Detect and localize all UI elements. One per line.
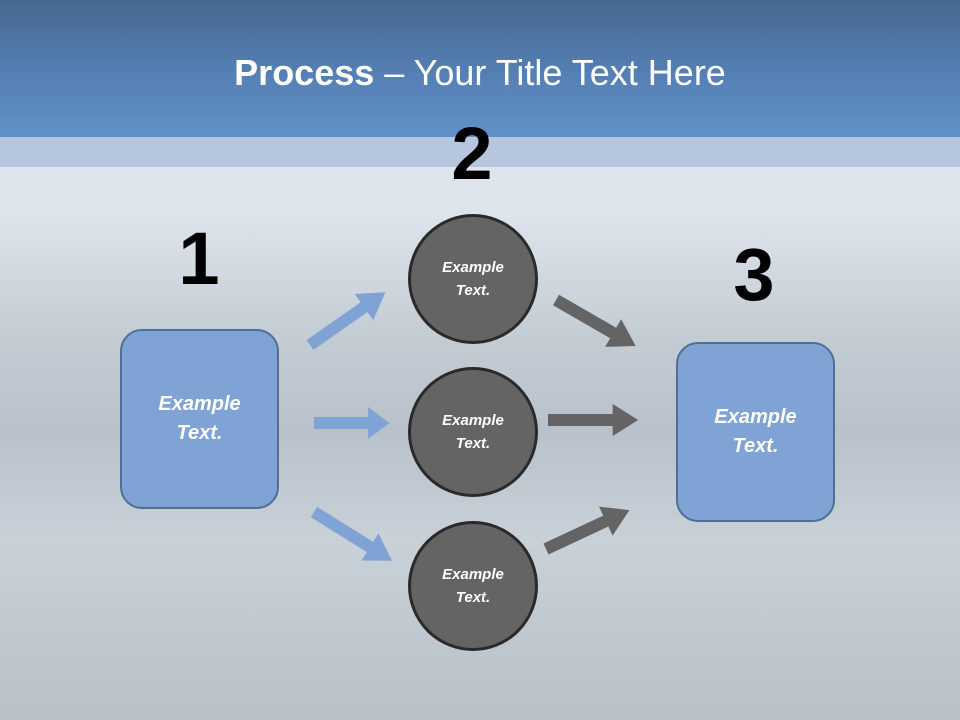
blue-arrow-right — [314, 407, 390, 439]
slide-title: Process – Your Title Text Here — [0, 52, 960, 94]
title-rest: – Your Title Text Here — [374, 52, 726, 93]
gray-arrow-up — [539, 495, 637, 564]
blue-arrow-down — [305, 498, 401, 575]
circle-1-text-line2: Text. — [455, 282, 491, 299]
step-3-text-line2: Text. — [732, 435, 779, 457]
title-bar — [0, 0, 960, 137]
step-number-2: 2 — [451, 112, 493, 195]
circle-3-text-line2: Text. — [455, 589, 491, 606]
circle-2-text-line1: Example — [442, 412, 504, 429]
step-1-text-line1: Example — [158, 393, 241, 415]
gray-arrow-down — [548, 286, 644, 360]
step-3-text-line1: Example — [714, 406, 797, 428]
step-number-1: 1 — [178, 217, 220, 300]
title-band — [0, 137, 960, 167]
title-bold: Process — [234, 52, 375, 93]
circle-1-text-line1: Example — [442, 259, 504, 276]
step-number-3: 3 — [733, 233, 775, 316]
gray-arrow-right — [548, 404, 639, 436]
blue-arrow-up — [300, 279, 395, 359]
circle-3-text-line1: Example — [442, 566, 504, 583]
circle-2-text-line2: Text. — [455, 435, 491, 452]
step-1-text-line2: Text. — [176, 422, 223, 444]
